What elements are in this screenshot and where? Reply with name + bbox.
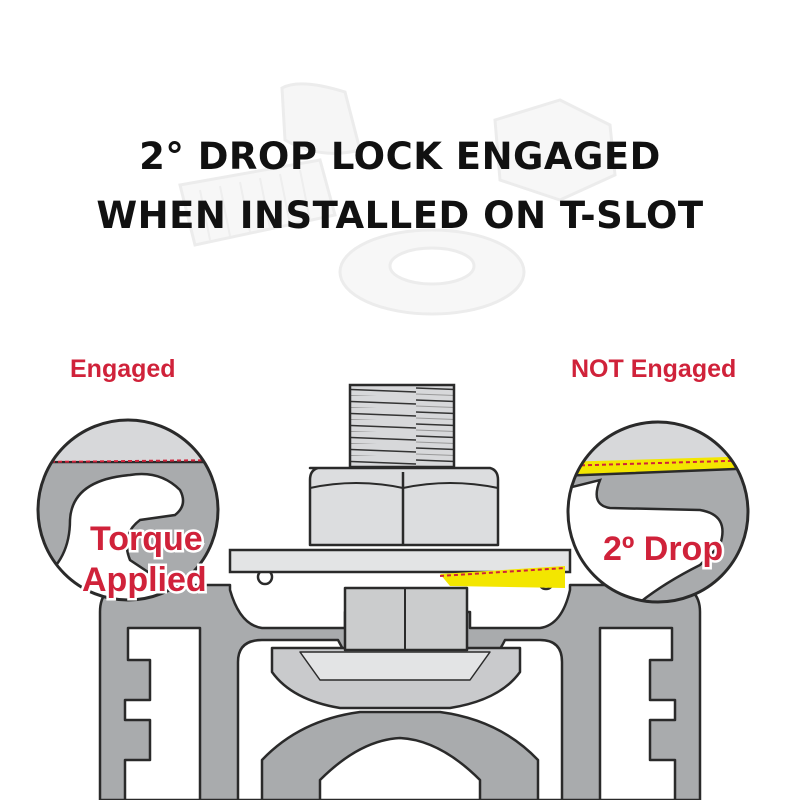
torque-callout-line-2: Applied [80, 561, 210, 600]
threaded-stud [348, 383, 456, 469]
title-line-1: 2° DROP LOCK ENGAGED [139, 135, 661, 178]
profile-groove-left [123, 626, 202, 802]
washer [228, 548, 572, 574]
profile-groove-right [598, 626, 677, 802]
t-nut [270, 586, 522, 710]
washer-ghost-icon [338, 228, 526, 316]
engaged-label: Engaged [70, 355, 176, 383]
drop-gap-highlight [440, 566, 565, 588]
t-bolt-ghost-icon [178, 82, 362, 247]
nut-ghost-icon [493, 98, 617, 202]
profile-core [318, 736, 482, 802]
not-engaged-label: NOT Engaged [571, 355, 737, 383]
drop-callout: 2º Drop [600, 530, 725, 569]
magnifier-circle-icon [566, 420, 750, 604]
hex-nut [308, 466, 500, 547]
magnifier-circle-icon [36, 418, 220, 602]
ghost-hardware [178, 82, 617, 316]
torque-callout-line-1: Torque [88, 520, 206, 559]
title-line-2: WHEN INSTALLED ON T-SLOT [96, 194, 704, 237]
